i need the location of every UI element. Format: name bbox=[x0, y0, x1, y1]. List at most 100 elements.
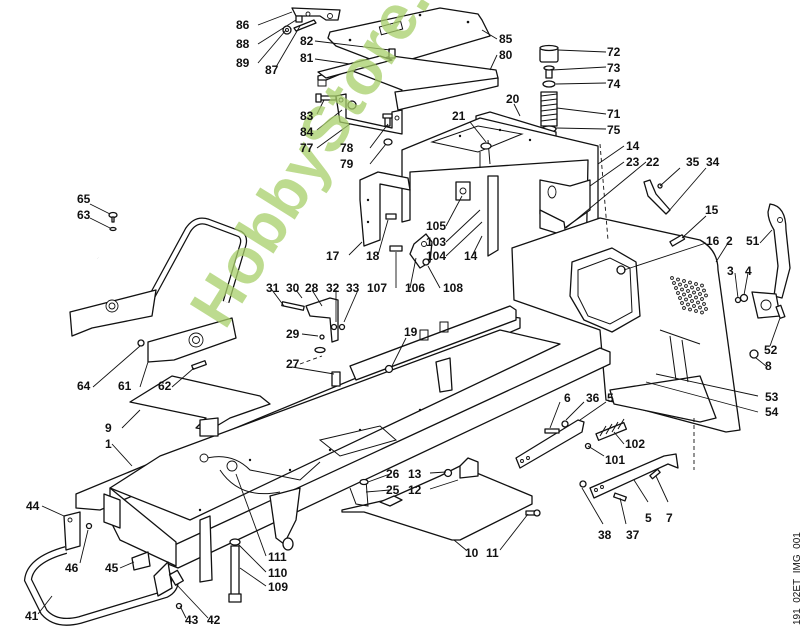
bolt-31 bbox=[281, 301, 305, 311]
washer-89 bbox=[282, 25, 292, 35]
stud-84 bbox=[347, 100, 357, 110]
callout-101: 101 bbox=[605, 453, 626, 467]
callout-111: 111 bbox=[268, 550, 287, 564]
vent-hole bbox=[700, 297, 704, 301]
lower-plate-53 bbox=[609, 329, 717, 423]
callout-11: 11 bbox=[486, 546, 499, 560]
callout-42: 42 bbox=[207, 613, 221, 627]
vent-hole bbox=[684, 297, 688, 302]
vent-hole bbox=[704, 293, 708, 298]
bumper-bracket-42 bbox=[153, 561, 184, 597]
bolt-82 bbox=[388, 48, 396, 59]
vent-hole bbox=[700, 310, 704, 315]
adjust-rail-81 bbox=[317, 55, 393, 79]
callout-74: 74 bbox=[607, 77, 621, 91]
callout-12: 12 bbox=[408, 483, 422, 497]
callout-16: 16 bbox=[706, 234, 720, 248]
callout-41: 41 bbox=[25, 609, 39, 623]
bracket-28 bbox=[305, 297, 339, 343]
callout-53: 53 bbox=[765, 390, 779, 404]
image-id-label: 191_02ET_IMG_001 bbox=[792, 532, 800, 625]
callout-110: 110 bbox=[268, 566, 288, 580]
lever-51 bbox=[767, 203, 791, 299]
nut-8 bbox=[749, 349, 759, 359]
callout-33: 33 bbox=[346, 281, 360, 295]
callout-109: 109 bbox=[268, 580, 289, 594]
nut-88 bbox=[295, 15, 303, 23]
vent-hole bbox=[688, 294, 692, 298]
hitch-bracket bbox=[269, 487, 301, 551]
callout-107: 107 bbox=[367, 281, 388, 295]
nut-32 bbox=[330, 323, 338, 331]
callout-88: 88 bbox=[236, 37, 250, 51]
callout-65: 65 bbox=[77, 192, 91, 206]
callout-108: 108 bbox=[443, 281, 464, 295]
callout-10: 10 bbox=[465, 546, 479, 560]
vent-hole bbox=[694, 309, 698, 313]
callout-63: 63 bbox=[77, 208, 91, 222]
vent-hole bbox=[688, 307, 692, 312]
bolt-7 bbox=[649, 468, 661, 480]
callout-52: 52 bbox=[764, 343, 778, 357]
callout-8: 8 bbox=[765, 359, 772, 373]
callout-51: 51 bbox=[746, 234, 760, 248]
vent-hole bbox=[682, 306, 686, 310]
vent-hole bbox=[690, 299, 694, 303]
callout-85: 85 bbox=[499, 32, 513, 46]
u-bolt-25 bbox=[349, 479, 369, 507]
callout-18: 18 bbox=[366, 249, 380, 263]
spring-102 bbox=[595, 418, 628, 441]
callout-45: 45 bbox=[105, 561, 119, 575]
vent-hole bbox=[694, 282, 698, 286]
bracket-27 bbox=[331, 371, 341, 387]
callout-62: 62 bbox=[158, 379, 172, 393]
callout-5b: 5 bbox=[645, 511, 652, 525]
dash-housing-14 bbox=[401, 117, 599, 269]
bumper-72 bbox=[539, 44, 559, 63]
callout-1: 1 bbox=[105, 437, 112, 451]
washer-3 bbox=[734, 296, 742, 304]
bolt-37 bbox=[613, 492, 627, 502]
pin-29 bbox=[314, 334, 326, 354]
callout-104: 104 bbox=[426, 249, 447, 263]
nut-26 bbox=[359, 478, 369, 486]
pivot-plate-51 bbox=[751, 291, 781, 319]
callout-71: 71 bbox=[607, 107, 621, 121]
bolt-65 bbox=[108, 211, 118, 223]
nut-38 bbox=[579, 480, 587, 488]
callout-9: 9 bbox=[105, 421, 112, 435]
nut-16 bbox=[616, 265, 626, 275]
bolt-73 bbox=[543, 65, 555, 79]
vent-hole bbox=[698, 292, 702, 296]
callout-29: 29 bbox=[286, 327, 300, 341]
callout-81: 81 bbox=[300, 51, 314, 65]
callout-27: 27 bbox=[286, 357, 300, 371]
vent-hole bbox=[676, 277, 680, 282]
callout-30: 30 bbox=[286, 281, 300, 295]
bolt-107 bbox=[389, 245, 403, 252]
nut-79 bbox=[383, 138, 393, 146]
callout-25: 25 bbox=[386, 483, 400, 497]
callout-75: 75 bbox=[607, 123, 621, 137]
centerline bbox=[599, 143, 609, 241]
vent-hole bbox=[704, 307, 708, 311]
callout-21: 21 bbox=[452, 109, 466, 123]
callout-80: 80 bbox=[499, 48, 513, 62]
callout-17: 17 bbox=[326, 249, 340, 263]
callout-28: 28 bbox=[305, 281, 319, 295]
callout-83: 83 bbox=[300, 109, 314, 123]
latch-105 bbox=[455, 181, 471, 201]
vent-hole bbox=[700, 283, 704, 288]
callout-78: 78 bbox=[340, 141, 354, 155]
vent-hole bbox=[686, 289, 690, 293]
callout-5: 5 bbox=[607, 391, 614, 405]
callout-7: 7 bbox=[666, 511, 673, 525]
callout-22: 22 bbox=[646, 155, 660, 169]
callout-43: 43 bbox=[185, 613, 199, 627]
vent-hole bbox=[678, 296, 682, 300]
bumper-bracket-44 bbox=[63, 511, 81, 551]
vent-hole bbox=[684, 284, 688, 288]
front-plate-9 bbox=[129, 375, 271, 437]
bracket-34 bbox=[643, 179, 671, 215]
